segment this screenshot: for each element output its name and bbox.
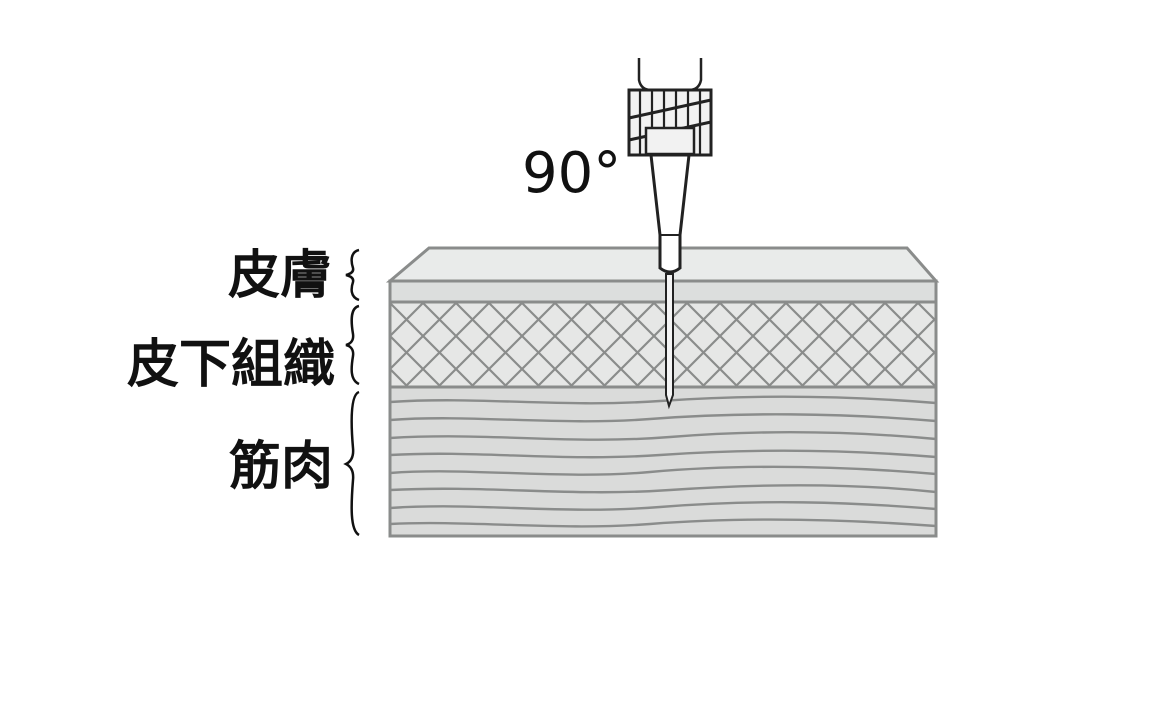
brace-skin bbox=[345, 248, 360, 302]
subcutaneous-layer bbox=[388, 300, 938, 389]
braces bbox=[343, 248, 360, 537]
label-muscle: 筋肉 bbox=[229, 437, 333, 497]
brace-subcutaneous bbox=[345, 304, 360, 386]
brace-muscle bbox=[343, 390, 360, 537]
needle-cone bbox=[649, 153, 691, 274]
label-skin: 皮膚 bbox=[228, 246, 332, 306]
syringe bbox=[627, 58, 713, 410]
muscle-fibers bbox=[390, 395, 936, 528]
skin-layer bbox=[388, 279, 938, 304]
label-subcutaneous: 皮下組織 bbox=[127, 335, 335, 395]
muscle-layer bbox=[388, 385, 938, 538]
angle-label: 90° bbox=[522, 141, 621, 206]
syringe-barrel-tip bbox=[637, 58, 703, 92]
needle-shaft bbox=[665, 273, 674, 410]
